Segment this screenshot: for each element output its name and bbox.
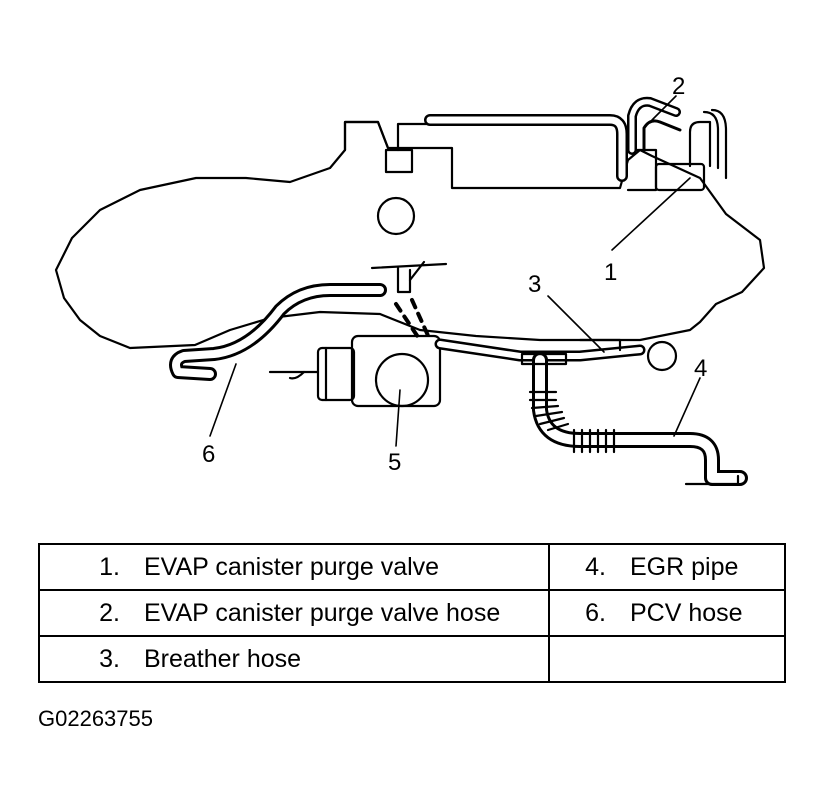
legend-number: 1.: [99, 552, 120, 581]
leader-5: [395, 389, 401, 447]
boss-upper: [376, 196, 416, 236]
legend-table: 1. EVAP canister purge valve 4. EGR pipe 2…: [38, 543, 786, 683]
leader-4: [673, 377, 701, 437]
leader-1: [611, 177, 691, 251]
throttle-bore: [374, 352, 430, 408]
leader-3: [547, 295, 605, 353]
leader-2: [651, 95, 677, 121]
callout-4: 4: [694, 355, 707, 382]
legend-label: EVAP canister purge valve: [144, 552, 440, 581]
legend-number: 4.: [585, 552, 606, 581]
legend-row: 2. EVAP canister purge valve hose 6. PCV h…: [38, 589, 786, 637]
legend-number: 6.: [585, 598, 606, 627]
legend-row: 1. EVAP canister purge valve 4. EGR pipe: [38, 543, 786, 591]
legend-label: [612, 645, 630, 673]
callout-2: 2: [672, 73, 685, 100]
legend-cell: 3. Breather hose: [38, 635, 550, 683]
engine-diagram: 1 2 3 4 5 6: [54, 73, 766, 486]
leader-6: [209, 363, 237, 437]
legend-label: PCV hose: [630, 598, 743, 627]
legend-cell: 6. PCV hose: [548, 589, 786, 637]
legend-cell-empty: [548, 635, 786, 683]
callout-3: 3: [528, 271, 541, 298]
legend-row: 3. Breather hose: [38, 635, 786, 683]
legend-cell: 2. EVAP canister purge valve hose: [38, 589, 550, 637]
pcv-hose: [169, 283, 387, 381]
legend-cell: 1. EVAP canister purge valve: [38, 543, 550, 591]
legend-label: EGR pipe: [630, 552, 739, 581]
legend-number: 3.: [99, 644, 120, 673]
legend-label: EVAP canister purge valve hose: [144, 598, 501, 627]
figure-id: G02263755: [38, 706, 153, 731]
legend-number: 2.: [99, 598, 120, 627]
boss-right: [646, 340, 678, 372]
manifold-outline: [54, 120, 766, 350]
callout-6: 6: [202, 441, 215, 468]
legend-cell: 4. EGR pipe: [548, 543, 786, 591]
callout-1: 1: [604, 259, 617, 286]
legend-label: Breather hose: [144, 644, 302, 673]
callout-5: 5: [388, 449, 401, 476]
upper-hose: [424, 114, 628, 182]
